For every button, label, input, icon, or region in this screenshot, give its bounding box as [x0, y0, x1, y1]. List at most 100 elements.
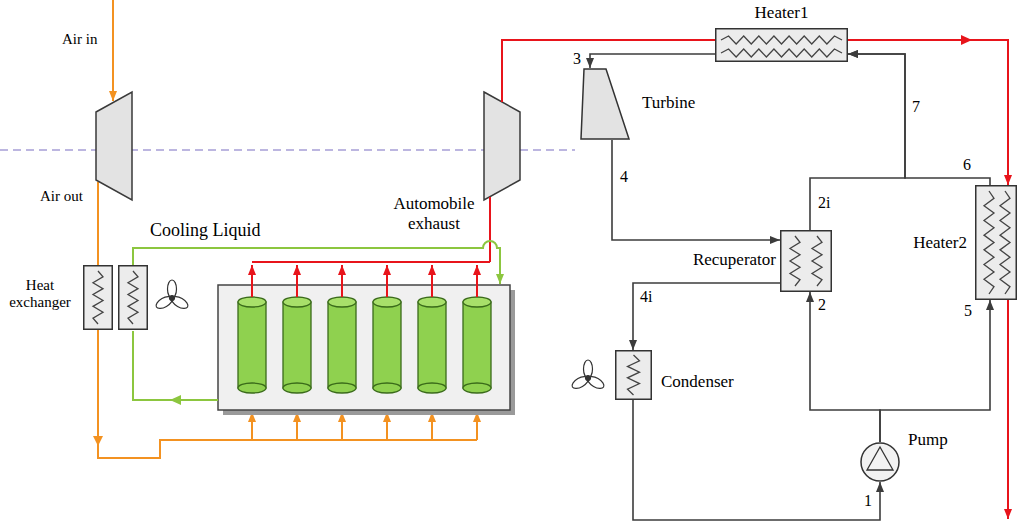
heat-exchanger-box-part [721, 36, 842, 44]
state-number: 4 [620, 168, 628, 186]
fan-symbol [586, 376, 591, 381]
heat-exchanger-box: Heater1 [715, 28, 848, 62]
fan-symbol [570, 360, 606, 391]
heat-exchanger-box-outline [975, 185, 1017, 300]
air-line [476, 412, 478, 440]
node-label: Recuperator [693, 250, 776, 270]
engine-cylinder [328, 302, 356, 388]
state-number: 4i [640, 288, 652, 306]
flow-label: Cooling Liquid [150, 220, 261, 241]
air-arrow [93, 436, 103, 446]
turbine-symbol-part [581, 69, 629, 139]
air-line [431, 412, 433, 440]
pump-symbol: Pump [860, 442, 900, 482]
fan-symbol [170, 296, 175, 301]
condenser-box-part [628, 355, 640, 395]
exhaust-line [251, 265, 253, 297]
heat-exchanger-box-part [984, 191, 994, 294]
working-fluid-connector [633, 283, 780, 350]
engine-cylinder [418, 297, 446, 307]
radiator-box-part [93, 271, 103, 324]
air-line [386, 412, 388, 440]
coolant-arrow [170, 395, 181, 405]
air-line [296, 412, 298, 440]
recuperator-box-part [781, 231, 832, 292]
engine-cylinder [373, 302, 401, 388]
pump-symbol-part [861, 443, 899, 481]
engine-cylinder [373, 383, 401, 393]
engine-cylinder [283, 302, 311, 388]
turbocharger-turbine [484, 92, 520, 200]
condenser-box-outline [615, 350, 652, 400]
node-label: Heater1 [715, 3, 848, 23]
working-fluid-connector [880, 300, 990, 442]
coolant-line [133, 241, 500, 284]
condenser-box-part [616, 351, 652, 400]
turbocharger-turbine [484, 92, 520, 200]
node-label: Condenser [661, 372, 734, 392]
working-fluid-connector [612, 140, 780, 240]
engine-cylinder [238, 302, 266, 388]
working-fluid-connector [810, 54, 905, 230]
recuperator-box-part [812, 236, 822, 286]
state-number: 7 [912, 98, 920, 116]
turbine-symbol-outline [580, 68, 630, 140]
engine-cylinder [463, 383, 491, 393]
compressor-symbol [96, 92, 132, 200]
state-number: 2 [818, 296, 826, 314]
engine-cylinder [238, 383, 266, 393]
engine-cylinder [463, 302, 491, 388]
flow-label: Automobile exhaust [385, 194, 483, 233]
heat-exchanger-box-part [716, 29, 848, 62]
working-fluid-connector [590, 54, 715, 68]
heat-exchanger-box-outline [715, 28, 848, 62]
exhaust-line [431, 265, 433, 297]
pump-symbol-outline [860, 442, 900, 482]
radiator-box-part [128, 271, 138, 324]
exhaust-connector [848, 40, 1008, 185]
engine-cylinder [283, 383, 311, 393]
node-label: Heater2 [913, 233, 967, 253]
fan-symbol [570, 374, 590, 391]
state-number: 5 [964, 302, 972, 320]
coolant-line [133, 241, 500, 400]
heat-exchanger-box-part [1000, 191, 1010, 294]
radiator-box-outline [83, 265, 148, 330]
condenser-box: Condenser [615, 350, 652, 400]
state-number: 2i [818, 194, 830, 212]
engine-cylinder [283, 297, 311, 307]
coolant-arrow [170, 395, 181, 405]
engine-cylinder [238, 297, 491, 393]
engine-cylinder [328, 297, 356, 307]
exhaust-line [386, 265, 388, 297]
engine-cylinder [328, 383, 356, 393]
air-arrow [93, 436, 103, 446]
exhaust-line [489, 197, 491, 262]
exhaust-line [296, 265, 298, 297]
recuperator-box-part [790, 236, 800, 286]
recuperator-box-outline [780, 230, 832, 292]
engine-cylinder [418, 302, 446, 388]
compressor-symbol [96, 92, 132, 200]
state-number: 6 [963, 156, 971, 174]
radiator-box-part [84, 266, 113, 330]
working-fluid-connector [810, 292, 880, 442]
radiator-box-part [119, 266, 148, 330]
working-fluid-connector [633, 400, 880, 520]
coolant-line [133, 331, 218, 400]
heat-exchanger-box: Heater2 [975, 185, 1017, 300]
fan-symbol [154, 280, 190, 311]
fan-symbol [586, 374, 606, 391]
air-line [112, 0, 114, 101]
air-line [251, 412, 253, 440]
flow-label: Air out [40, 188, 83, 205]
air-line [341, 412, 343, 440]
radiator-box: Heat exchanger [83, 265, 148, 330]
flow-label: Air in [62, 31, 97, 48]
node-label: Turbine [642, 93, 695, 113]
node-label: Heat exchanger [4, 277, 76, 312]
exhaust-line [476, 265, 478, 297]
engine-cylinder [418, 383, 446, 393]
exhaust-line [252, 261, 490, 263]
